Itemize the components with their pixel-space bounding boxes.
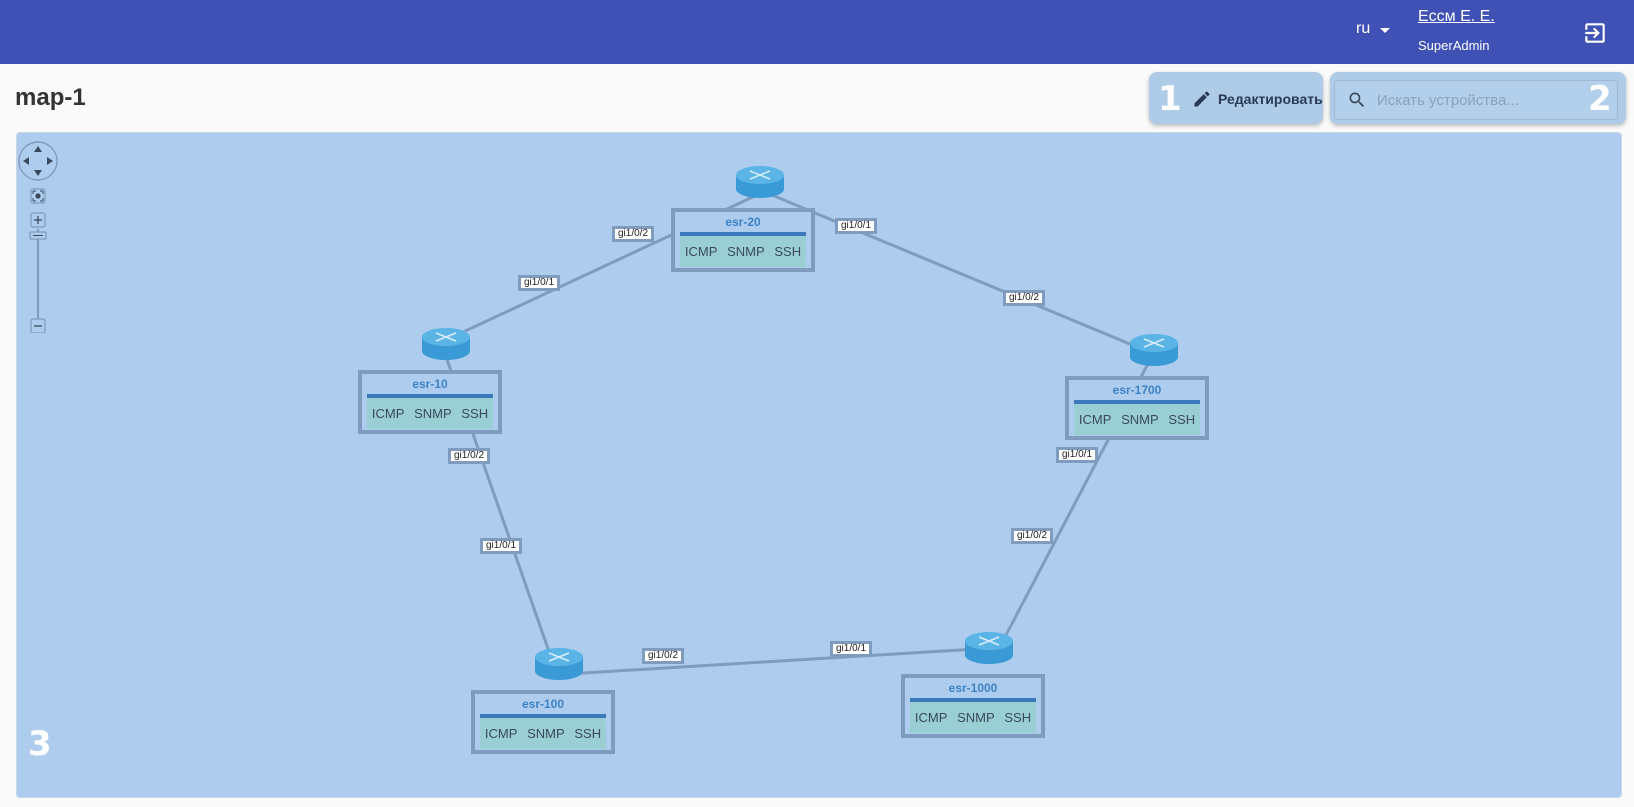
zoom-out-icon[interactable]: [30, 318, 46, 333]
highlight-edit: [1149, 72, 1323, 124]
service-ssh: SSH: [1168, 412, 1196, 427]
annotation-number: 2: [1588, 79, 1612, 119]
port-label[interactable]: gi1/0/1: [830, 641, 873, 657]
divider: [367, 394, 493, 398]
service-icmp: ICMP: [484, 726, 518, 741]
top-bar: ru Еcсм Е. Е. SuperAdmin: [0, 0, 1634, 64]
service-icmp: ICMP: [914, 710, 948, 725]
router-icon[interactable]: [964, 627, 1014, 665]
device-name: esr-1000: [948, 681, 998, 695]
device-card-esr-10[interactable]: esr-10 ICMP SNMP SSH: [358, 370, 502, 434]
divider: [480, 714, 606, 718]
language-selector[interactable]: ru: [1356, 20, 1391, 38]
divider: [910, 698, 1036, 702]
router-icon[interactable]: [1129, 329, 1179, 367]
port-label[interactable]: gi1/0/2: [642, 648, 685, 664]
port-label[interactable]: gi1/0/1: [835, 218, 878, 234]
device-services: ICMP SNMP SSH: [480, 718, 606, 749]
router-icon[interactable]: [421, 323, 471, 361]
device-services: ICMP SNMP SSH: [680, 236, 806, 267]
router-icon[interactable]: [735, 161, 785, 199]
service-ssh: SSH: [574, 726, 602, 741]
edit-button[interactable]: Редактировать: [1186, 82, 1329, 116]
service-icmp: ICMP: [1078, 412, 1112, 427]
device-services: ICMP SNMP SSH: [1074, 404, 1200, 435]
link-line: [550, 646, 994, 677]
network-map[interactable]: esr-20 ICMP SNMP SSH esr-10 ICMP SNMP SS…: [16, 132, 1622, 798]
language-value: ru: [1356, 20, 1371, 37]
port-label[interactable]: gi1/0/2: [612, 226, 655, 242]
user-name-link[interactable]: Еcсм Е. Е.: [1418, 8, 1495, 25]
search-icon: [1349, 92, 1365, 108]
service-snmp: SNMP: [727, 244, 765, 259]
map-navigation-controls: [18, 141, 58, 333]
service-snmp: SNMP: [414, 406, 452, 421]
zoom-slider[interactable]: [29, 229, 47, 323]
page-title: map-1: [15, 84, 86, 111]
user-role: SuperAdmin: [1418, 38, 1490, 53]
divider: [680, 232, 806, 236]
service-snmp: SNMP: [527, 726, 565, 741]
edit-button-label: Редактировать: [1218, 91, 1323, 107]
device-services: ICMP SNMP SSH: [367, 398, 493, 429]
device-name: esr-10: [412, 377, 448, 391]
service-icmp: ICMP: [371, 406, 405, 421]
device-name: esr-1700: [1112, 383, 1162, 397]
port-label[interactable]: gi1/0/1: [480, 538, 523, 554]
pencil-icon: [1194, 91, 1210, 107]
port-label[interactable]: gi1/0/1: [1056, 447, 1099, 463]
link-lines: [430, 181, 1162, 677]
device-card-esr-1000[interactable]: esr-1000 ICMP SNMP SSH: [901, 674, 1045, 738]
port-label[interactable]: gi1/0/1: [518, 275, 561, 291]
fit-icon[interactable]: [30, 188, 46, 204]
annotation-number: 3: [28, 724, 52, 764]
device-card-esr-100[interactable]: esr-100 ICMP SNMP SSH: [471, 690, 615, 754]
search-field[interactable]: [1334, 80, 1618, 120]
device-services: ICMP SNMP SSH: [910, 702, 1036, 733]
divider: [1074, 400, 1200, 404]
device-name: esr-20: [725, 215, 761, 229]
service-icmp: ICMP: [684, 244, 718, 259]
zoom-in-icon[interactable]: [30, 212, 46, 228]
pan-control[interactable]: [18, 141, 58, 181]
annotation-number: 1: [1158, 79, 1182, 119]
port-label[interactable]: gi1/0/2: [448, 448, 491, 464]
port-label[interactable]: gi1/0/2: [1003, 290, 1046, 306]
chevron-down-icon: [1380, 27, 1391, 33]
device-card-esr-1700[interactable]: esr-1700 ICMP SNMP SSH: [1065, 376, 1209, 440]
device-name: esr-100: [521, 697, 565, 711]
logout-icon[interactable]: [1582, 20, 1608, 46]
device-card-esr-20[interactable]: esr-20 ICMP SNMP SSH: [671, 208, 815, 272]
service-ssh: SSH: [1004, 710, 1032, 725]
service-snmp: SNMP: [957, 710, 995, 725]
service-ssh: SSH: [461, 406, 489, 421]
search-input[interactable]: [1375, 90, 1599, 110]
service-snmp: SNMP: [1121, 412, 1159, 427]
service-ssh: SSH: [774, 244, 802, 259]
router-icon[interactable]: [534, 643, 584, 681]
port-label[interactable]: gi1/0/2: [1011, 528, 1054, 544]
